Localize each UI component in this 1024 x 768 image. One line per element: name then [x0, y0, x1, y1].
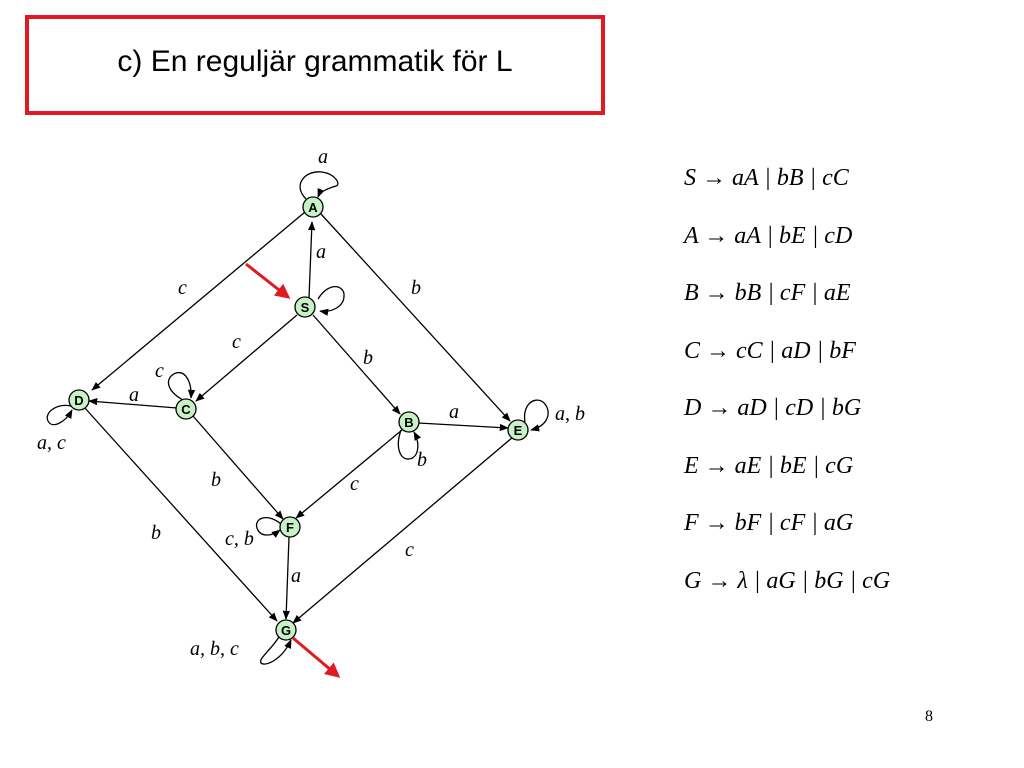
edge-label-C-F: b	[211, 469, 221, 491]
edge-F-G	[282, 536, 290, 620]
state-node-E	[507, 419, 529, 441]
rule-B: B → bB | cF | aE	[684, 280, 851, 306]
state-node-C	[175, 398, 197, 420]
edge-B-F	[295, 429, 403, 519]
loop-C	[167, 371, 196, 401]
grammar-rules: S → aA | bB | cC A → aA | bE | cD B → bB…	[684, 160, 890, 620]
loop-D	[46, 404, 73, 426]
slide-title: c) En reguljär grammatik för L	[117, 45, 513, 78]
edge-E-G	[292, 436, 514, 624]
edge-S-A	[308, 221, 316, 299]
loop-S	[317, 285, 345, 316]
edge-label-C-D: a	[129, 384, 139, 406]
rule-G: G → λ | aG | bG | cG	[684, 567, 891, 594]
loop-B	[397, 429, 422, 460]
edge-label-S-A: a	[316, 241, 326, 263]
state-node-D	[68, 389, 90, 411]
state-label-A: A	[308, 200, 318, 215]
state-label-F: F	[286, 520, 294, 535]
accept-arrow	[292, 636, 341, 678]
edge-D-G	[83, 406, 278, 622]
rule-S: S → aA | bB | cC	[684, 165, 849, 191]
loop-G	[259, 636, 292, 665]
state-label-E: E	[514, 423, 523, 438]
edge-label-S-B: b	[363, 347, 373, 369]
edge-label-loop-E: a, b	[555, 403, 585, 425]
state-node-G	[275, 619, 297, 641]
state-node-A	[302, 196, 324, 218]
edge-label-A-E: b	[411, 277, 421, 299]
state-label-D: D	[74, 393, 83, 408]
edge-C-F	[192, 415, 284, 520]
state-node-F	[279, 516, 301, 538]
state-label-G: G	[281, 623, 291, 638]
edge-label-D-G: b	[151, 522, 161, 544]
page-number: 8	[925, 708, 933, 725]
rule-D: D → aD | cD | bG	[684, 395, 862, 421]
rule-A: A → aA | bE | cD	[684, 222, 853, 249]
edge-label-F-G: a	[291, 565, 301, 587]
edge-label-E-G: c	[405, 539, 414, 561]
state-node-S	[294, 296, 316, 318]
edge-label-B-F: c	[350, 473, 359, 495]
edge-label-loop-D: a, c	[37, 432, 66, 454]
state-label-B: B	[404, 415, 413, 430]
edge-A-E	[320, 213, 511, 422]
edge-S-B	[312, 314, 401, 415]
edge-B-E	[417, 422, 509, 432]
edge-C-D	[88, 398, 178, 409]
edge-label-loop-G: a, b, c	[190, 638, 239, 660]
loop-A	[299, 171, 339, 200]
edge-label-A-D: c	[178, 277, 187, 299]
edge-label-loop-A: a	[318, 146, 328, 168]
edge-A-D	[91, 211, 306, 391]
edge-S-C	[195, 314, 298, 402]
edge-label-S-C: c	[232, 331, 241, 353]
start-arrow	[245, 262, 291, 299]
rule-F: F → bF | cF | aG	[684, 510, 854, 536]
loop-F	[255, 516, 282, 538]
state-node-B	[398, 411, 420, 433]
rule-C: C → cC | aD | bF	[684, 337, 856, 364]
state-label-C: C	[181, 402, 191, 417]
edge-label-loop-F: c, b	[225, 528, 254, 550]
loop-E	[523, 399, 549, 432]
edge-label-loop-C: c	[155, 360, 164, 382]
title-box: c) En reguljär grammatik för L	[25, 15, 605, 115]
edge-label-loop-B: b	[417, 449, 427, 471]
rule-E: E → aE | bE | cG	[684, 452, 854, 479]
edge-label-B-E: a	[449, 401, 459, 423]
state-label-S: S	[301, 300, 310, 315]
